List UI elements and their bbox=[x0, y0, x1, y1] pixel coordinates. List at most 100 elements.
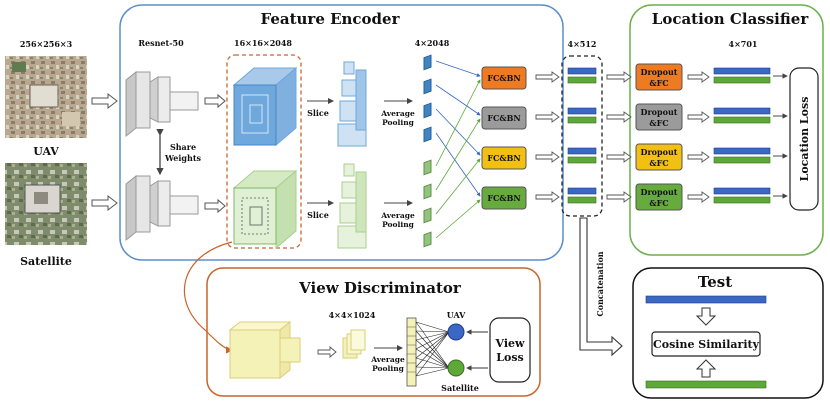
dropout-label-2: &FC bbox=[649, 158, 668, 168]
discriminator-feature-block bbox=[228, 320, 301, 380]
location-classifier-title: Location Classifier bbox=[652, 10, 810, 28]
logits-pair-2 bbox=[713, 107, 771, 124]
cosine-similarity-box bbox=[651, 331, 761, 357]
fc-bn-label: FC&BN bbox=[487, 153, 520, 163]
test-uav-vector bbox=[645, 295, 767, 304]
embedding-pair-3 bbox=[567, 147, 597, 164]
fc-bn-label: FC&BN bbox=[487, 73, 520, 83]
sliced-parts-uav bbox=[337, 61, 367, 147]
avg-pool-label-uav-1: Average bbox=[380, 109, 415, 118]
discriminator-size-label: 4×4×1024 bbox=[329, 310, 376, 320]
discriminator-connections bbox=[415, 321, 450, 377]
satellite-node bbox=[447, 359, 465, 377]
dropout-label-1: Dropout bbox=[641, 147, 678, 157]
dropout-box-1: Dropout &FC bbox=[635, 63, 683, 91]
feature-map-uav bbox=[232, 66, 298, 147]
resnet-block-uav bbox=[125, 70, 199, 138]
dropout-label-2: &FC bbox=[649, 118, 668, 128]
pooled-size-label: 4×2048 bbox=[415, 38, 450, 48]
satellite-node-label: Satellite bbox=[441, 383, 479, 393]
satellite-to-fc-connections bbox=[435, 79, 481, 239]
feature-map-satellite bbox=[232, 169, 298, 250]
fc-to-embedding-arrows bbox=[535, 71, 560, 203]
input-arrow-satellite bbox=[91, 194, 118, 212]
input-size-label: 256×256×3 bbox=[20, 39, 73, 49]
avg-pool-label-satellite-1: Average bbox=[380, 211, 415, 220]
classifier-size-label: 4×701 bbox=[729, 39, 758, 49]
avg-pool-label-uav-2: Pooling bbox=[382, 118, 415, 127]
test-arrow-down bbox=[695, 307, 717, 326]
feature-size-label: 16×16×2048 bbox=[234, 38, 292, 48]
cosine-similarity-label: Cosine Similarity bbox=[653, 338, 760, 351]
concatenation-arrow bbox=[579, 217, 623, 357]
uav-label: UAV bbox=[33, 145, 59, 158]
location-classifier-frame bbox=[629, 4, 824, 256]
discriminator-arrow-1 bbox=[317, 346, 337, 358]
dropout-label-2: &FC bbox=[649, 198, 668, 208]
uav-node-label: UAV bbox=[447, 310, 466, 320]
dropout-label-1: Dropout bbox=[641, 107, 678, 117]
feature-to-discriminator-arrow bbox=[183, 241, 234, 354]
embedding-size-label: 4×512 bbox=[568, 39, 597, 49]
logits-pair-1 bbox=[713, 67, 771, 84]
view-loss-label-2: Loss bbox=[496, 351, 523, 364]
embedding-pair-4 bbox=[567, 187, 597, 204]
feature-encoder-title: Feature Encoder bbox=[260, 10, 400, 28]
dropout-label-1: Dropout bbox=[641, 67, 678, 77]
feature-encoder-frame bbox=[119, 4, 564, 261]
discriminator-vector bbox=[406, 317, 417, 387]
dropout-label-2: &FC bbox=[649, 78, 668, 88]
embedding-pair-1 bbox=[567, 67, 597, 84]
embedding-pair-2 bbox=[567, 107, 597, 124]
concatenation-label: Concatenation bbox=[595, 251, 605, 316]
test-arrow-up bbox=[695, 359, 717, 378]
uav-image bbox=[5, 56, 87, 138]
satellite-image bbox=[5, 163, 87, 245]
dropout-box-2: Dropout &FC bbox=[635, 103, 683, 131]
logits-to-loss-arrows bbox=[773, 73, 788, 199]
pooled-vectors-uav bbox=[423, 54, 432, 143]
slice-label-satellite: Slice bbox=[307, 210, 329, 220]
share-weights-label-2: Weights bbox=[164, 153, 202, 163]
arrow-to-feature-satellite bbox=[204, 198, 226, 214]
uav-node bbox=[447, 323, 465, 341]
share-weights-label-1: Share bbox=[170, 142, 196, 152]
satellite-label: Satellite bbox=[20, 255, 72, 268]
location-loss-box bbox=[789, 67, 819, 211]
avg-pool-label-satellite-2: Pooling bbox=[382, 220, 415, 229]
test-frame bbox=[632, 267, 824, 399]
discriminator-avg-pool-1: Average bbox=[370, 355, 405, 364]
embedding-to-dropout-arrows bbox=[606, 71, 632, 203]
fc-bn-label: FC&BN bbox=[487, 113, 520, 123]
pooled-vectors-satellite bbox=[423, 159, 432, 248]
arrow-to-feature-uav bbox=[204, 93, 226, 109]
feature-map-dashed-box bbox=[226, 54, 302, 249]
fc-bn-box-1: FC&BN bbox=[481, 66, 527, 90]
fc-bn-box-4: FC&BN bbox=[481, 186, 527, 210]
discriminator-avg-pool-2: Pooling bbox=[372, 364, 405, 373]
discriminator-pooled-map bbox=[342, 329, 366, 359]
slice-label-uav: Slice bbox=[307, 108, 329, 118]
location-loss-label: Location Loss bbox=[798, 97, 811, 182]
test-title: Test bbox=[698, 273, 732, 291]
dropout-box-3: Dropout &FC bbox=[635, 143, 683, 171]
uav-to-fc-connections bbox=[435, 60, 481, 197]
fc-bn-label: FC&BN bbox=[487, 193, 520, 203]
view-discriminator-title: View Discriminator bbox=[298, 279, 462, 297]
view-loss-label-1: View bbox=[495, 337, 526, 350]
test-satellite-vector bbox=[645, 380, 767, 389]
view-loss-box bbox=[489, 317, 531, 383]
dropout-label-1: Dropout bbox=[641, 187, 678, 197]
embedding-dashed-box bbox=[561, 55, 603, 217]
backbone-label: Resnet-50 bbox=[138, 38, 184, 48]
input-arrow-uav bbox=[91, 92, 118, 110]
dropout-box-4: Dropout &FC bbox=[635, 183, 683, 211]
fc-bn-box-3: FC&BN bbox=[481, 146, 527, 170]
fc-bn-box-2: FC&BN bbox=[481, 106, 527, 130]
logits-pair-4 bbox=[713, 187, 771, 204]
dropout-to-logits-arrows bbox=[687, 71, 710, 203]
sliced-parts-satellite bbox=[337, 163, 367, 249]
resnet-block-satellite bbox=[125, 174, 199, 242]
logits-pair-3 bbox=[713, 147, 771, 164]
